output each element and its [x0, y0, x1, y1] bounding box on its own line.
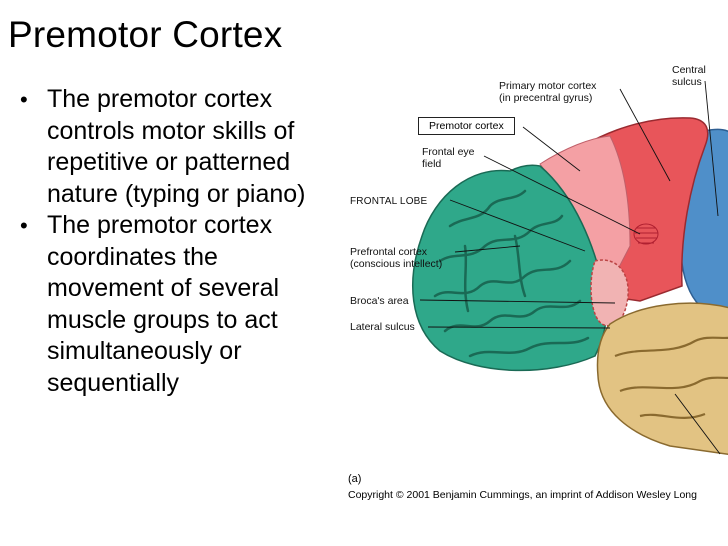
label-brocas-area: Broca's area — [350, 295, 409, 307]
label-frontal-lobe: FRONTAL LOBE — [350, 196, 428, 207]
frontal-eye-field-shape — [633, 223, 659, 245]
label-primary-motor-cortex: Primary motor cortex — [499, 80, 597, 92]
label-central: Central — [672, 64, 706, 76]
bullet-list: • The premotor cortex controls motor ski… — [18, 84, 318, 399]
label-sulcus: sulcus — [672, 76, 702, 88]
label-field: field — [422, 158, 442, 170]
bullet-text: The premotor cortex controls motor skill… — [47, 85, 306, 208]
label-conscious-intellect: (conscious intellect) — [350, 258, 443, 270]
frontal-lobe-shape — [412, 164, 608, 372]
brain-illustration — [412, 80, 728, 456]
bullet-glyph: • — [20, 213, 28, 238]
label-precentral-gyrus: (in precentral gyrus) — [499, 92, 593, 104]
bullet-glyph: • — [20, 87, 28, 112]
brain-figure: Primary motor cortex (in precentral gyru… — [340, 56, 728, 508]
label-frontal-eye: Frontal eye — [422, 146, 475, 158]
figure-id: (a) — [348, 473, 362, 485]
bullet-item: • The premotor cortex controls motor ski… — [18, 84, 318, 210]
copyright-text: Copyright © 2001 Benjamin Cummings, an i… — [348, 489, 697, 501]
bullet-item: • The premotor cortex coordinates the mo… — [18, 210, 318, 399]
bullet-text: The premotor cortex coordinates the move… — [47, 211, 280, 397]
brocas-area-shape — [590, 259, 629, 327]
label-lateral-sulcus: Lateral sulcus — [350, 321, 415, 333]
slide-title: Premotor Cortex — [8, 14, 283, 55]
label-premotor-cortex: Premotor cortex — [418, 117, 515, 135]
label-prefrontal-cortex: Prefrontal cortex — [350, 246, 428, 258]
